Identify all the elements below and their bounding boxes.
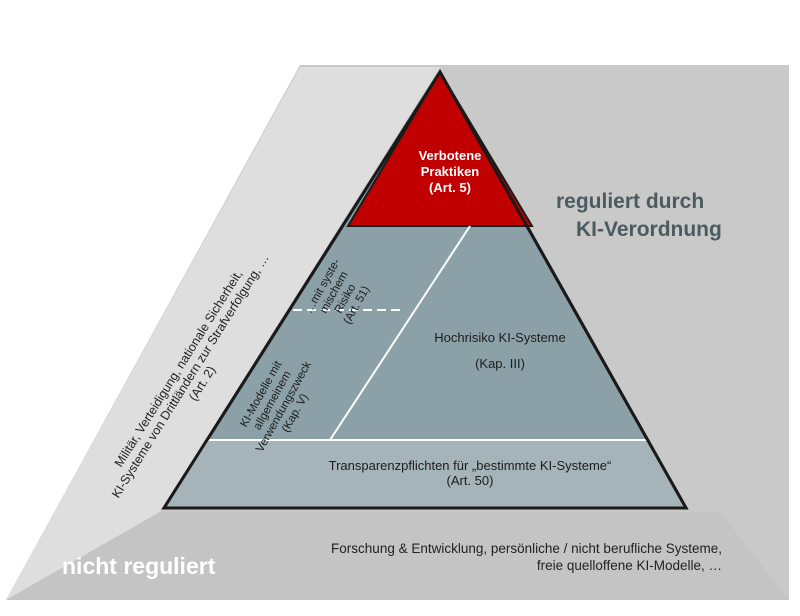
exempt-band bbox=[6, 67, 440, 600]
prohibited-line2: Praktiken bbox=[420, 164, 480, 179]
regulated-line2: KI-Verordnung bbox=[576, 218, 722, 241]
prohibited-line1: Verbotene bbox=[418, 148, 482, 163]
regulated-line1: reguliert durch bbox=[556, 190, 705, 213]
transparency-line1: Transparenzpflichten für „bestimmte KI-S… bbox=[328, 458, 612, 473]
prohibited-apex bbox=[346, 70, 534, 227]
prohibited-line3: (Art. 5) bbox=[429, 180, 471, 195]
research-line1: Forschung & Entwicklung, persönliche / n… bbox=[331, 541, 722, 556]
high-risk-line2: (Kap. III) bbox=[475, 356, 525, 371]
high-risk-label: Hochrisiko KI-Systeme (Kap. III) bbox=[395, 325, 605, 377]
prohibited-label: Verbotene Praktiken (Art. 5) bbox=[380, 148, 520, 196]
transparency-line2: (Art. 50) bbox=[446, 473, 494, 488]
transparency-label: Transparenzpflichten für „bestimmte KI-S… bbox=[200, 458, 740, 488]
gpai-divider bbox=[329, 225, 471, 441]
research-band bbox=[6, 512, 789, 600]
not-regulated-label: nicht reguliert bbox=[62, 553, 216, 579]
high-risk-line1: Hochrisiko KI-Systeme bbox=[434, 330, 566, 345]
regulated-label: reguliert durch KI-Verordnung bbox=[556, 188, 722, 244]
research-line2: freie quelloffene KI-Modelle, … bbox=[536, 558, 722, 573]
research-label: Forschung & Entwicklung, persönliche / n… bbox=[180, 540, 722, 574]
pyramid-outline bbox=[161, 69, 689, 510]
